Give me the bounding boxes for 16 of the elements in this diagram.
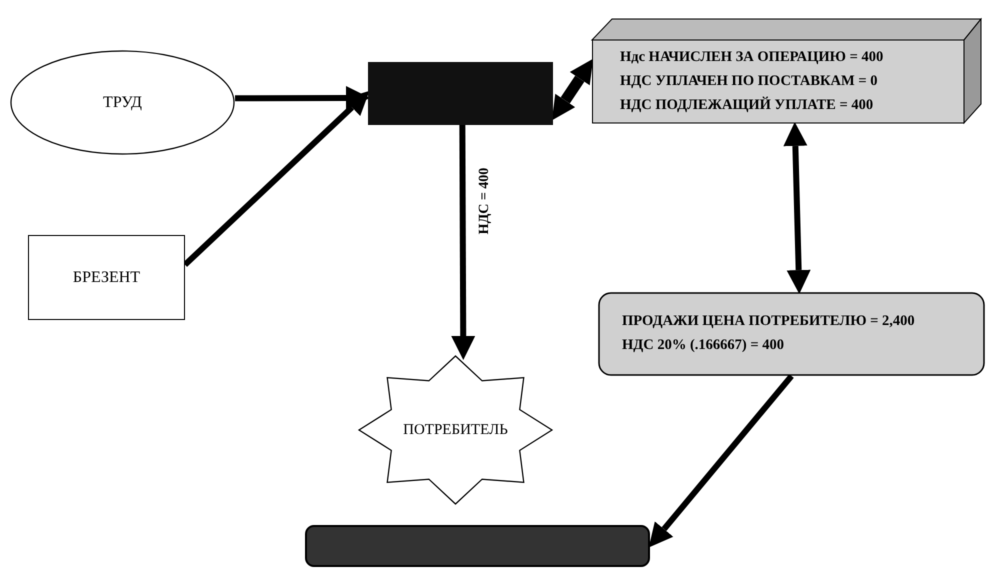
tax-line: ПРОДАЖИ ЦЕНА ПОТРЕБИТЕЛЮ = 2,400 [622, 312, 915, 330]
arrow [552, 58, 594, 120]
node-label: ПОТРЕБИТЕЛЬ [402, 421, 509, 439]
dark-box [368, 62, 553, 125]
input-box [28, 235, 185, 320]
dark-bar [305, 525, 650, 567]
arrow [234, 86, 370, 110]
tax-line: НДС 20% (.166667) = 400 [622, 336, 784, 354]
node-label: БРЕЗЕНТ [72, 268, 142, 286]
oval-node [10, 50, 235, 155]
node-label: ТРУД [102, 94, 143, 112]
arrow [648, 374, 794, 548]
price-box [598, 292, 985, 376]
star-node [358, 355, 553, 505]
arrow [451, 124, 476, 360]
arrow [783, 122, 811, 294]
